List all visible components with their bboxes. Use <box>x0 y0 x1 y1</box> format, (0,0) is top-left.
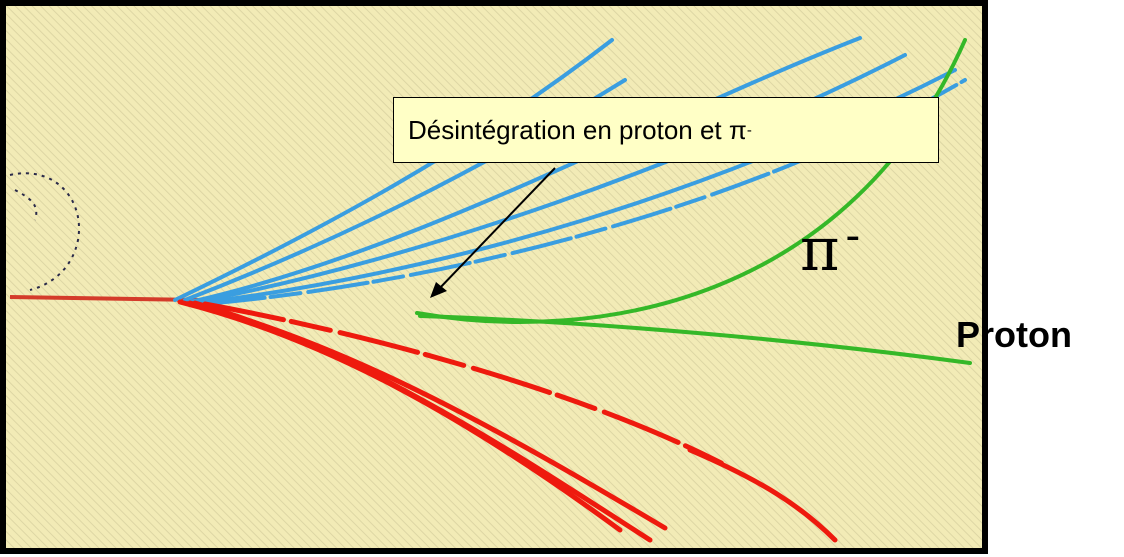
pion-label: π- <box>800 211 861 281</box>
incoming-track <box>9 295 201 302</box>
decay-callout: Désintégration en proton et π- <box>393 97 939 163</box>
pion-symbol: π <box>800 215 840 285</box>
callout-pointer-arrow <box>430 167 556 298</box>
proton-label: Proton <box>956 314 1072 355</box>
callout-text: Désintégration en proton et π <box>408 114 747 145</box>
callout-superscript: - <box>746 121 752 139</box>
pion-charge: - <box>845 211 861 260</box>
faint-circle-mark <box>9 172 80 291</box>
red-tracks <box>177 299 838 543</box>
